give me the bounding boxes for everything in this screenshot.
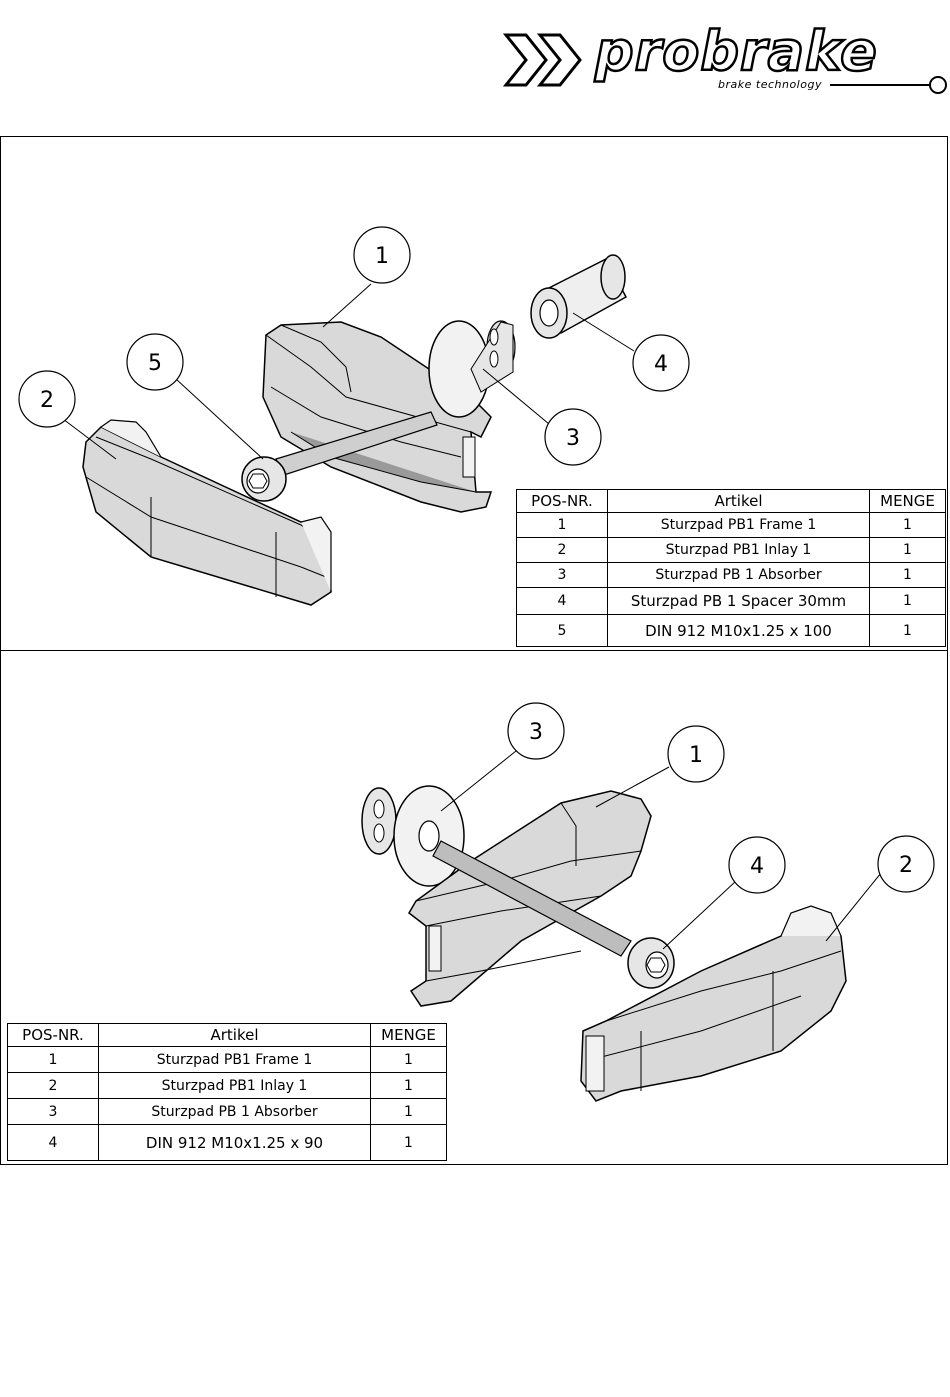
- callout-circle: [667, 725, 725, 783]
- table-cell-menge: 1: [869, 512, 946, 538]
- table-cell-artikel: Sturzpad PB1 Inlay 1: [98, 1072, 371, 1099]
- callout-label-2: 2: [40, 388, 54, 413]
- bottom-part-inlay: [580, 905, 847, 1102]
- callout-label-1: 1: [375, 244, 389, 269]
- callout-label-4: 4: [750, 854, 764, 879]
- table-row: 3 Sturzpad PB 1 Absorber 1: [7, 1098, 447, 1125]
- bottom-callouts: 1 2 3 4: [440, 702, 935, 950]
- table-row: 3 Sturzpad PB 1 Absorber 1: [516, 562, 946, 588]
- table-row: 1 Sturzpad PB1 Frame 1 1: [7, 1046, 447, 1073]
- bottom-parts-table: POS-NR. Artikel MENGE 1 Sturzpad PB1 Fra…: [7, 1023, 447, 1161]
- callout-label-3: 3: [529, 720, 543, 745]
- table-header-artikel: Artikel: [98, 1023, 371, 1047]
- bottom-exploded-drawing: 1 2 3 4: [361, 702, 935, 1102]
- table-header-artikel: Artikel: [607, 489, 870, 513]
- table-cell-artikel: DIN 912 M10x1.25 x 90: [98, 1124, 371, 1161]
- callout-circle: [544, 408, 602, 466]
- table-row: 2 Sturzpad PB1 Inlay 1 1: [516, 537, 946, 563]
- bottom-part-absorber: [361, 785, 465, 887]
- table-cell-artikel: Sturzpad PB1 Frame 1: [607, 512, 870, 538]
- callout-circle: [18, 370, 76, 428]
- table-cell-artikel: Sturzpad PB 1 Absorber: [98, 1098, 371, 1125]
- top-part-inlay: [82, 419, 332, 606]
- top-callouts: 1 2 3 4 5: [18, 226, 690, 466]
- table-header-row: POS-NR. Artikel MENGE: [516, 489, 946, 513]
- table-header-pos: POS-NR.: [516, 489, 608, 513]
- table-header-menge: MENGE: [869, 489, 946, 513]
- callout-label-2: 2: [899, 853, 913, 878]
- chevron-logo-icon: [502, 33, 582, 87]
- callout-circle: [507, 702, 565, 760]
- callout-label-4: 4: [654, 352, 668, 377]
- top-part-absorber: [428, 320, 516, 418]
- table-cell-menge: 1: [869, 537, 946, 563]
- table-cell-artikel: Sturzpad PB 1 Spacer 30mm: [607, 587, 870, 615]
- table-cell-menge: 1: [869, 562, 946, 588]
- callout-label-5: 5: [148, 351, 162, 376]
- table-cell-pos: 3: [516, 562, 608, 588]
- brake-line-icon: [830, 76, 947, 94]
- callout-label-1: 1: [689, 743, 703, 768]
- callout-label-3: 3: [566, 426, 580, 451]
- table-row: 4 Sturzpad PB 1 Spacer 30mm 1: [516, 587, 946, 615]
- table-cell-artikel: Sturzpad PB1 Frame 1: [98, 1046, 371, 1073]
- probrake-logo: probrake brake technology: [500, 20, 950, 100]
- table-cell-pos: 1: [516, 512, 608, 538]
- table-cell-pos: 2: [516, 537, 608, 563]
- table-cell-artikel: Sturzpad PB1 Inlay 1: [607, 537, 870, 563]
- table-cell-menge: 1: [370, 1072, 447, 1099]
- table-cell-menge: 1: [370, 1098, 447, 1125]
- callout-circle: [632, 334, 690, 392]
- top-exploded-drawing: 1 2 3 4 5: [18, 226, 690, 606]
- table-cell-pos: 3: [7, 1098, 99, 1125]
- brand-name: probrake: [594, 20, 878, 83]
- callout-circle: [353, 226, 411, 284]
- callout-circle: [728, 836, 786, 894]
- bottom-assembly-panel: 1 2 3 4 POS-NR. Artikel MENGE 1 Sturzpad…: [0, 650, 948, 1165]
- table-cell-artikel: DIN 912 M10x1.25 x 100: [607, 614, 870, 647]
- table-cell-menge: 1: [869, 614, 946, 647]
- table-cell-pos: 1: [7, 1046, 99, 1073]
- table-cell-pos: 2: [7, 1072, 99, 1099]
- table-cell-pos: 4: [516, 587, 608, 615]
- table-cell-menge: 1: [370, 1046, 447, 1073]
- top-parts-table: POS-NR. Artikel MENGE 1 Sturzpad PB1 Fra…: [516, 489, 946, 647]
- table-cell-artikel: Sturzpad PB 1 Absorber: [607, 562, 870, 588]
- brand-tagline: brake technology: [718, 78, 822, 91]
- table-row: 2 Sturzpad PB1 Inlay 1 1: [7, 1072, 447, 1099]
- table-cell-menge: 1: [370, 1124, 447, 1161]
- top-assembly-panel: 1 2 3 4 5 POS-NR. Artikel MENGE 1 Sturzp…: [0, 136, 948, 651]
- callout-circle: [126, 333, 184, 391]
- table-cell-pos: 5: [516, 614, 608, 647]
- table-header-pos: POS-NR.: [7, 1023, 99, 1047]
- bottom-part-bolt: [432, 840, 675, 989]
- table-row: 4 DIN 912 M10x1.25 x 90 1: [7, 1124, 447, 1161]
- callout-circle: [877, 835, 935, 893]
- table-cell-menge: 1: [869, 587, 946, 615]
- top-part-bolt: [241, 411, 438, 502]
- table-cell-pos: 4: [7, 1124, 99, 1161]
- table-row: 5 DIN 912 M10x1.25 x 100 1: [516, 614, 946, 647]
- top-part-spacer: [530, 254, 628, 339]
- table-row: 1 Sturzpad PB1 Frame 1 1: [516, 512, 946, 538]
- table-header-menge: MENGE: [370, 1023, 447, 1047]
- table-header-row: POS-NR. Artikel MENGE: [7, 1023, 447, 1047]
